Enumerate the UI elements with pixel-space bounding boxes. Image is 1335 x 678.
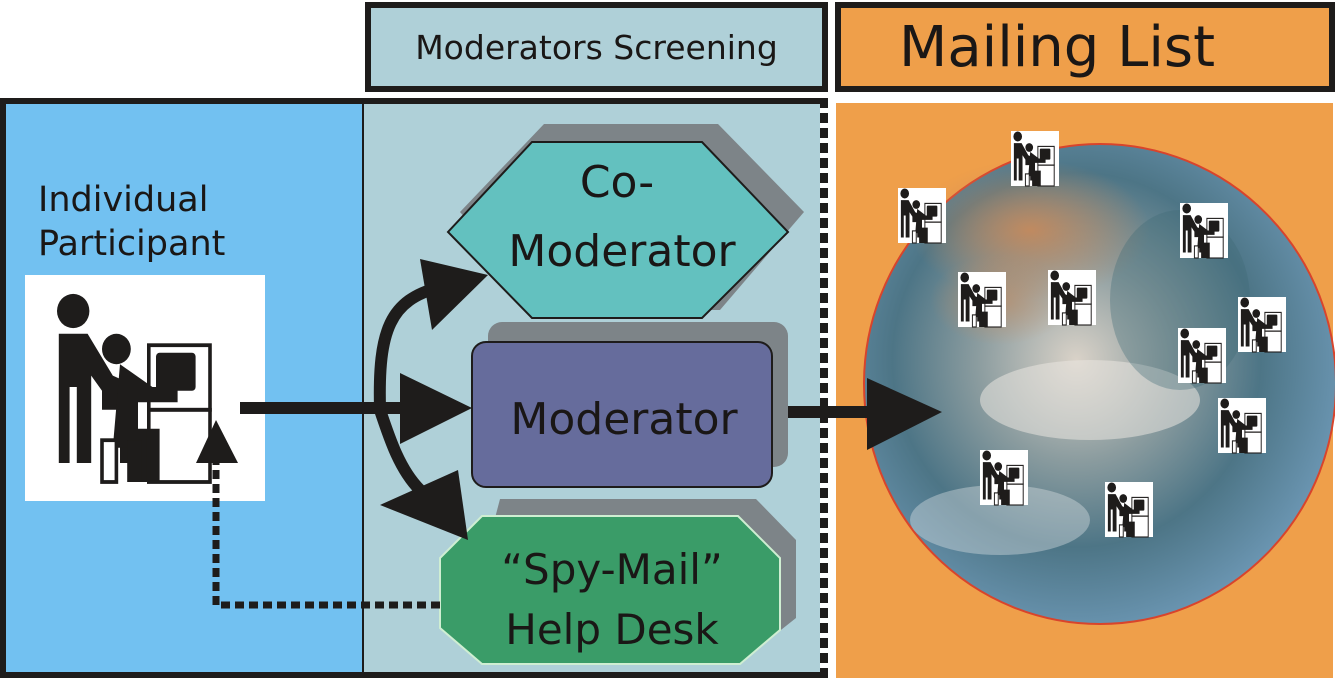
mailing-list-title: Mailing List xyxy=(899,14,1216,80)
mailing-list-header: Mailing List xyxy=(835,2,1335,92)
participant-label: Individual Participant xyxy=(38,178,225,266)
mailing-list-panel xyxy=(836,103,1333,678)
dashed-divider xyxy=(820,98,828,678)
moderators-screening-header: Moderators Screening xyxy=(365,2,828,92)
moderators-screening-title: Moderators Screening xyxy=(415,27,778,67)
screening-panel xyxy=(364,98,826,678)
participant-label-line2: Participant xyxy=(38,224,226,264)
participant-label-line1: Individual xyxy=(38,180,209,220)
participant-icon-frame xyxy=(25,275,265,501)
